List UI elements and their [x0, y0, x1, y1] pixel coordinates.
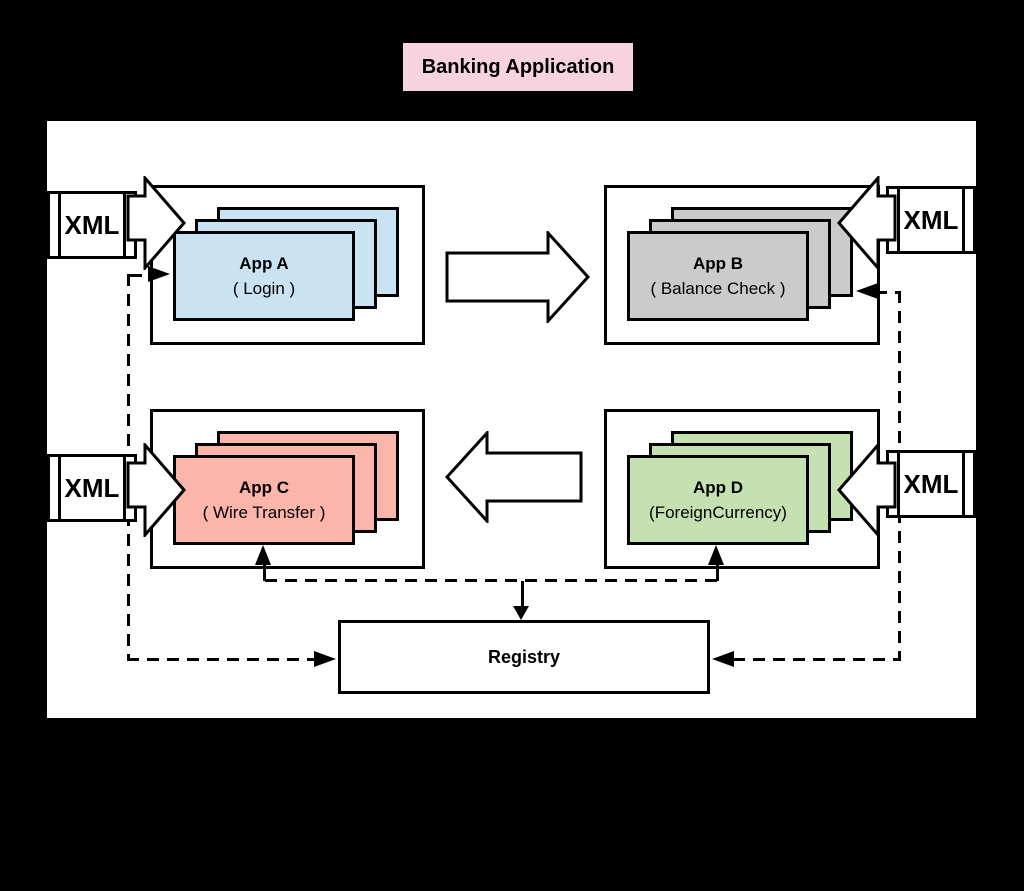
arrow-stem-app-c [263, 563, 266, 581]
arrow-stem-app-d [716, 563, 719, 581]
app-d-card-front [627, 455, 809, 545]
xml-arrow-into-app-a [126, 176, 186, 270]
xml-arrow-into-app-b [837, 176, 897, 270]
app-a-card-front [173, 231, 355, 321]
app-d-group: App D (ForeignCurrency) [604, 409, 880, 569]
xml-connector-bottom-right: XML [886, 450, 976, 518]
dashed-link-right-to-registry [733, 658, 899, 661]
diagram-canvas: App A ( Login ) App B ( Balance Check ) … [47, 118, 976, 718]
flow-arrow-d-to-c [445, 431, 583, 523]
registry-box: Registry [338, 620, 710, 694]
app-a-subtitle: ( Login ) [232, 279, 296, 298]
app-a-group: App A ( Login ) [150, 185, 425, 345]
dashed-link-left-to-registry [127, 658, 315, 661]
flow-arrow-a-to-b [445, 231, 590, 323]
xml-connector-top-right: XML [886, 186, 976, 254]
app-d-name: App D [692, 478, 744, 497]
app-c-group: App C ( Wire Transfer ) [150, 409, 425, 569]
arrow-stem-registry [521, 581, 524, 607]
app-c-card-front [173, 455, 355, 545]
arrowhead-into-app-a [148, 266, 170, 282]
dashed-link-registry-to-apps-cd [265, 579, 718, 582]
xml-connector-top-left: XML [47, 191, 137, 259]
app-b-name: App B [692, 254, 744, 273]
arrowhead-into-app-b [856, 283, 878, 299]
arrowhead-into-registry-right [712, 651, 734, 667]
app-b-card-front [627, 231, 809, 321]
app-d-subtitle: (ForeignCurrency) [649, 503, 787, 522]
xml-arrow-into-app-c [126, 443, 186, 537]
arrowhead-into-app-d [708, 545, 724, 565]
title-banner: Banking Application [403, 43, 633, 91]
dashed-link-into-app-b [875, 291, 898, 294]
app-c-subtitle: ( Wire Transfer ) [202, 503, 326, 522]
app-b-subtitle: ( Balance Check ) [650, 279, 786, 298]
arrowhead-into-registry-top [513, 606, 529, 620]
xml-arrow-into-app-d [837, 443, 897, 537]
app-c-label: App C ( Wire Transfer ) [173, 455, 355, 545]
app-b-label: App B ( Balance Check ) [627, 231, 809, 321]
app-a-label: App A ( Login ) [173, 231, 355, 321]
app-c-name: App C [238, 478, 290, 497]
app-a-name: App A [239, 254, 289, 273]
registry-label: Registry [487, 646, 561, 667]
app-d-label: App D (ForeignCurrency) [627, 455, 809, 545]
xml-connector-bottom-left: XML [47, 454, 137, 522]
arrowhead-into-app-c [255, 545, 271, 565]
dashed-link-into-app-a [130, 274, 150, 277]
arrowhead-into-registry-left [314, 651, 336, 667]
